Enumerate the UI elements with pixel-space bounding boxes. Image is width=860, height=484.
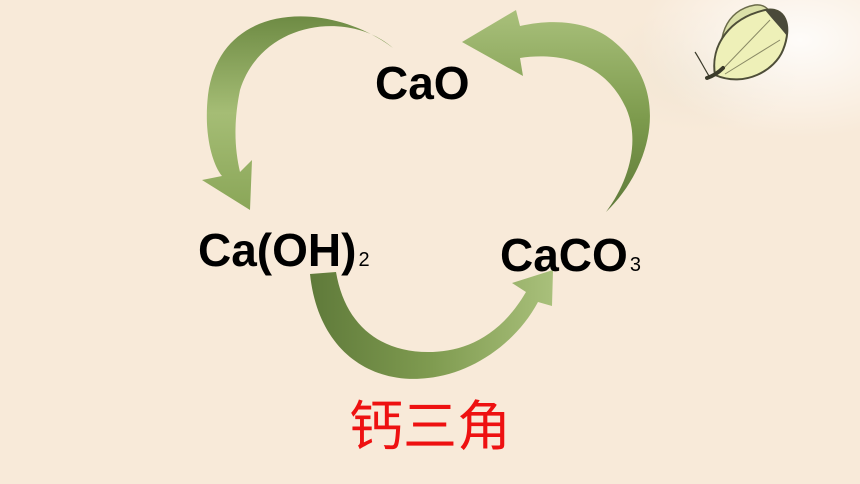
node-caoh2-subscript: 2 xyxy=(358,249,370,271)
arrow-caoh2-to-caco3 xyxy=(310,270,553,379)
arrow-cao-to-caoh2 xyxy=(202,16,393,211)
node-caoh2-label: Ca(OH) xyxy=(198,224,357,276)
node-cao: CaO xyxy=(375,60,470,106)
node-caco3-label: CaCO xyxy=(500,229,628,281)
butterfly-icon xyxy=(694,4,789,81)
diagram-title: 钙三角 xyxy=(349,395,511,458)
arrow-caco3-to-cao xyxy=(462,10,650,212)
node-cao-label: CaO xyxy=(375,57,470,109)
node-caco3-subscript: 3 xyxy=(629,254,641,276)
node-caoh2: Ca(OH)2 xyxy=(198,227,370,273)
